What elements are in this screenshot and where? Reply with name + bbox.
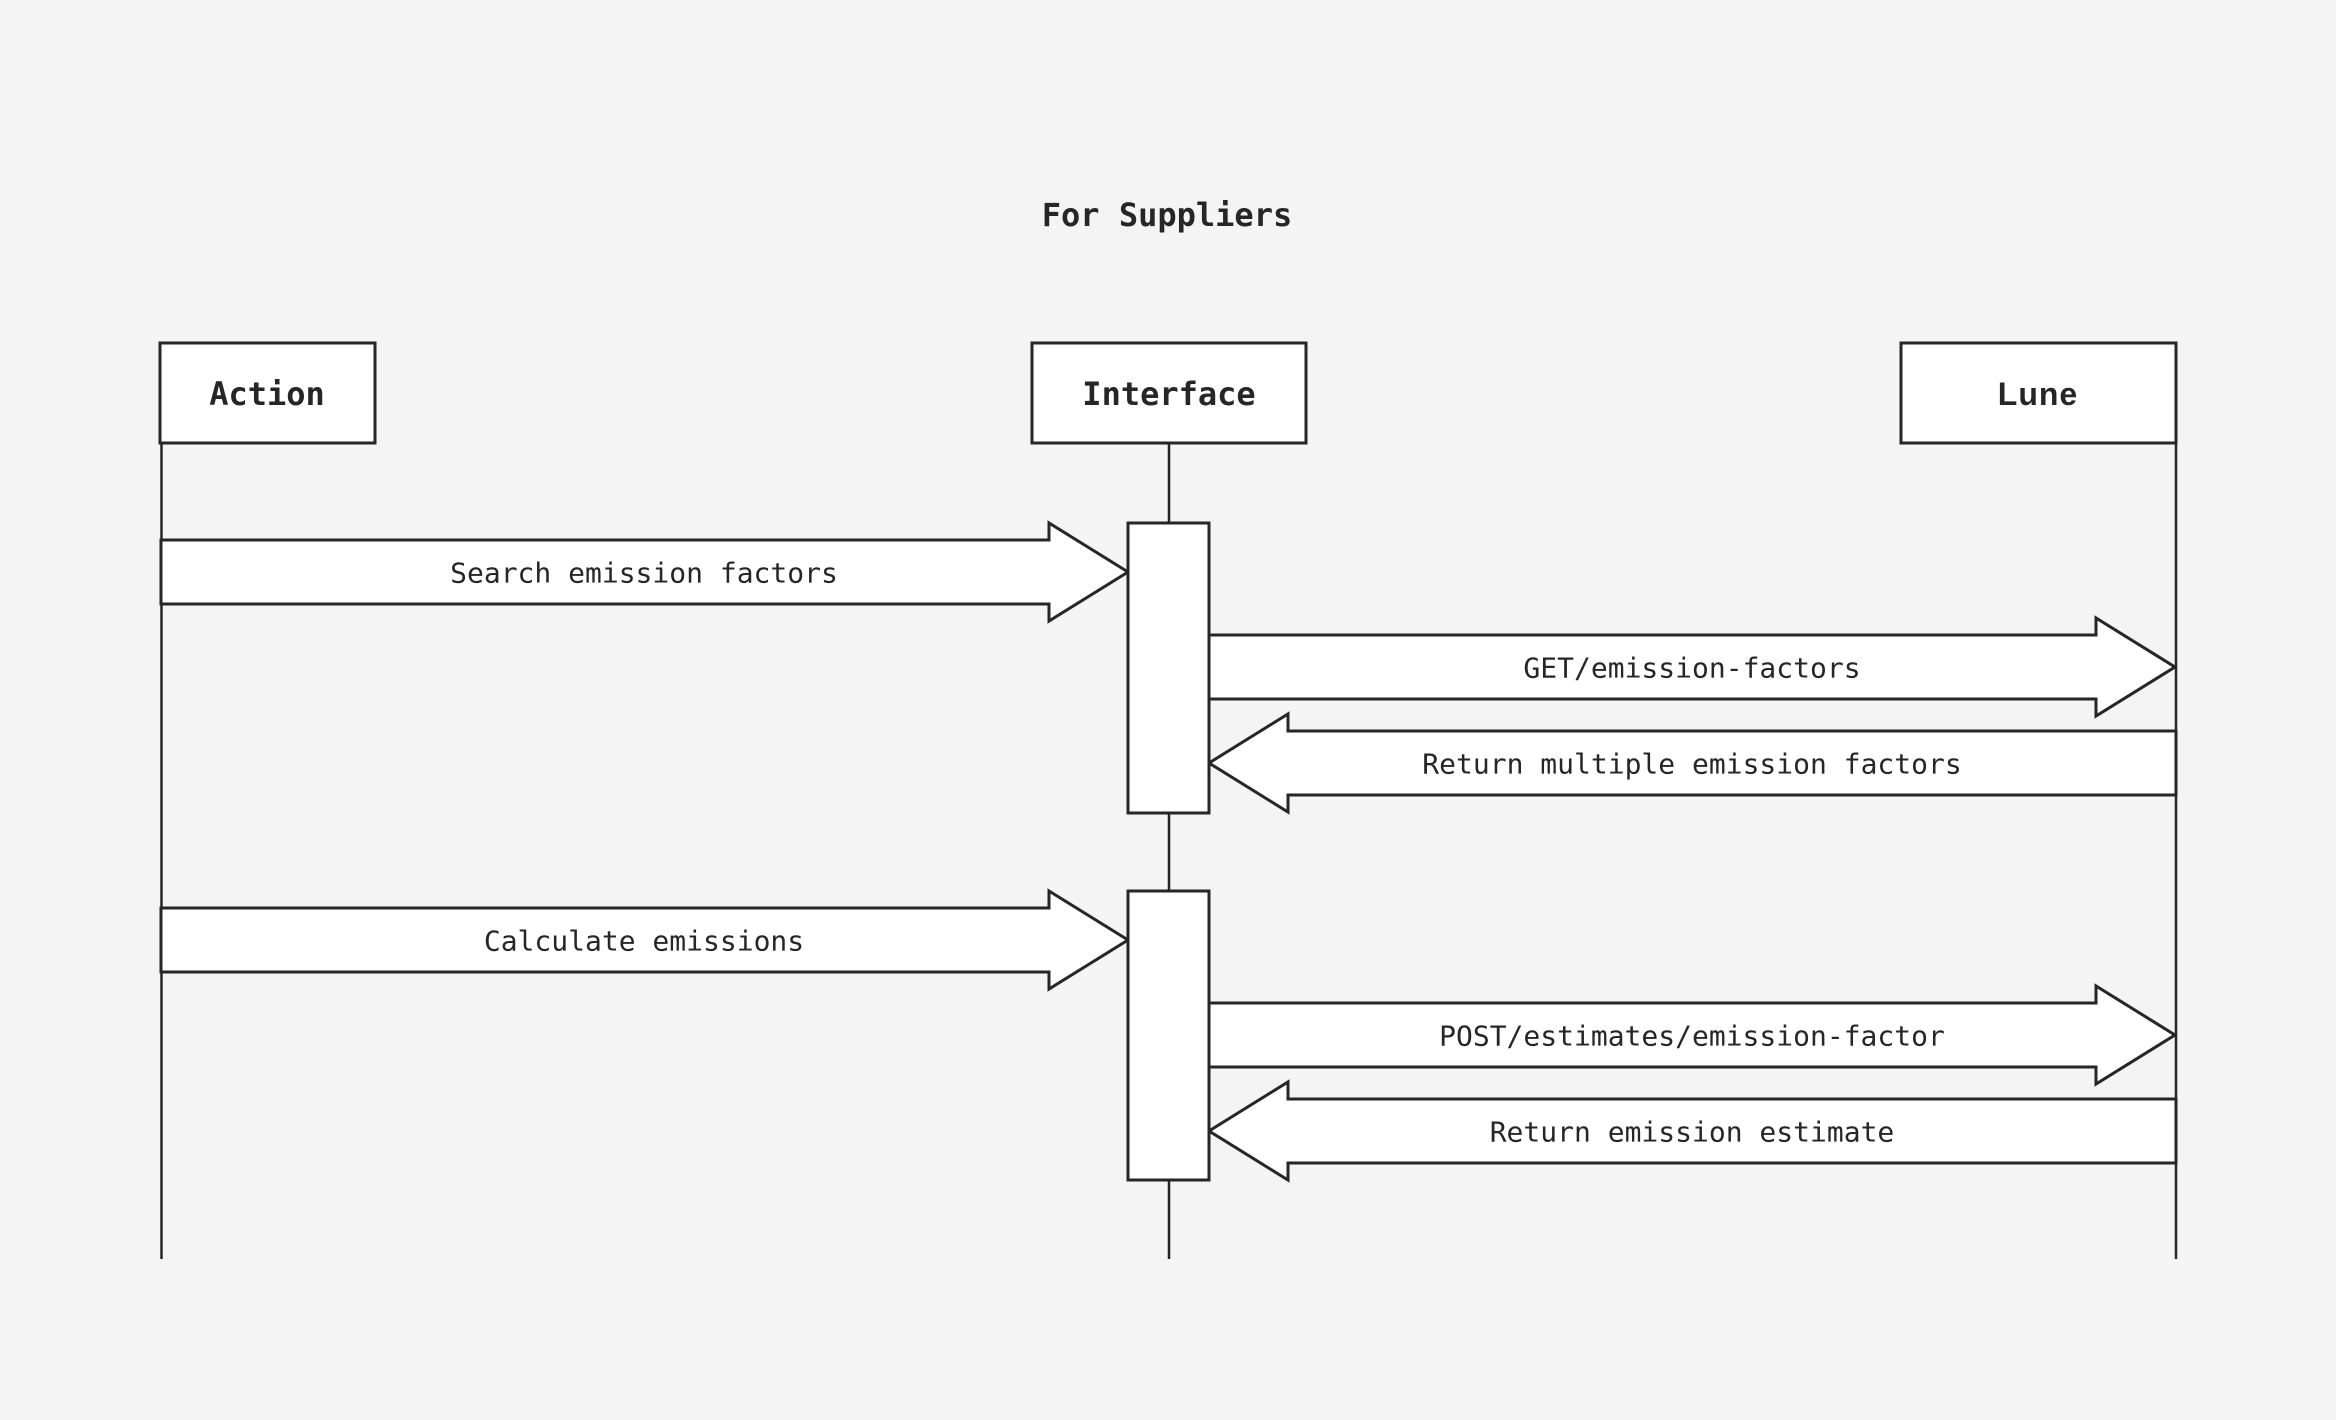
arrow-label-search-emission-factors: Search emission factors (450, 557, 838, 590)
arrow-label-post-estimates-emission-factor: POST/estimates/emission-factor (1439, 1020, 1945, 1053)
actor-label-lune: Lune (1998, 376, 2078, 412)
arrow-return-emission-estimate (1206, 1079, 2178, 1183)
activation-bar-calculate (1126, 889, 1211, 1182)
arrow-label-return-multiple-emission-factors: Return multiple emission factors (1422, 748, 1961, 781)
arrow-label-return-emission-estimate: Return emission estimate (1490, 1116, 1895, 1149)
arrow-return-multiple-emission-factors (1206, 711, 2178, 815)
arrow-label-get-emission-factors: GET/emission-factors (1523, 652, 1860, 685)
actor-label-action: Action (209, 375, 325, 413)
arrow-post-estimates-emission-factor (1207, 983, 2178, 1087)
actor-box-lune (1899, 341, 2178, 445)
activation-bar-search (1126, 521, 1211, 815)
actor-box-interface (1030, 341, 1308, 445)
actor-label-interface: Interface (1082, 375, 1255, 413)
arrow-calculate-emissions (159, 888, 1131, 992)
arrow-label-calculate-emissions: Calculate emissions (484, 925, 804, 958)
arrow-search-emission-factors (159, 520, 1131, 624)
actor-box-action (158, 341, 377, 445)
diagram-title: For Suppliers (1042, 196, 1292, 234)
arrow-get-emission-factors (1207, 615, 2178, 719)
